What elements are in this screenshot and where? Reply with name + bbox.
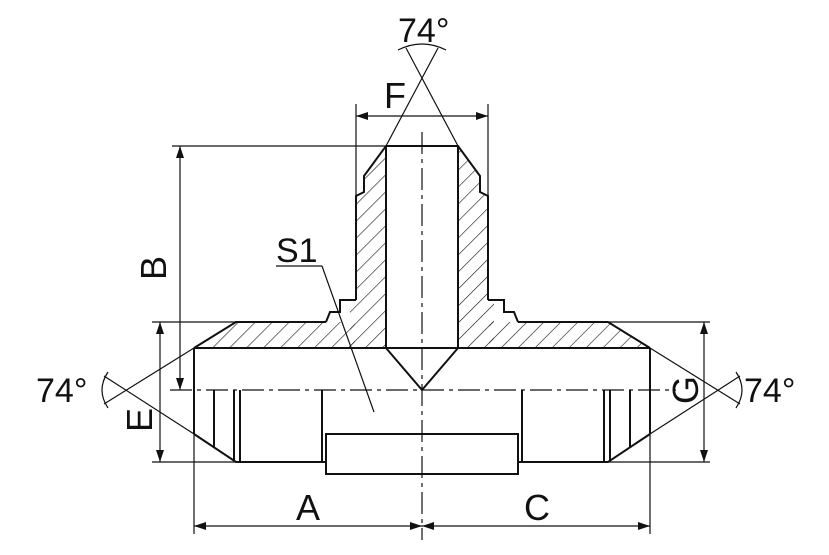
label-G: G <box>665 376 706 404</box>
label-E: E <box>119 408 160 432</box>
center-lines <box>170 132 676 540</box>
section-hatching <box>194 146 650 348</box>
label-S1: S1 <box>276 232 318 270</box>
label-angle-left: 74° <box>36 372 87 410</box>
dimension-lines <box>101 43 743 534</box>
label-F: F <box>384 75 406 116</box>
label-B: B <box>133 256 174 280</box>
label-angle-right: 74° <box>744 372 795 410</box>
label-C: C <box>524 487 550 528</box>
label-A: A <box>296 487 320 528</box>
label-angle-top: 74° <box>398 12 449 50</box>
dimension-labels: 74° F B S1 74° E G 74° A C <box>36 12 795 528</box>
